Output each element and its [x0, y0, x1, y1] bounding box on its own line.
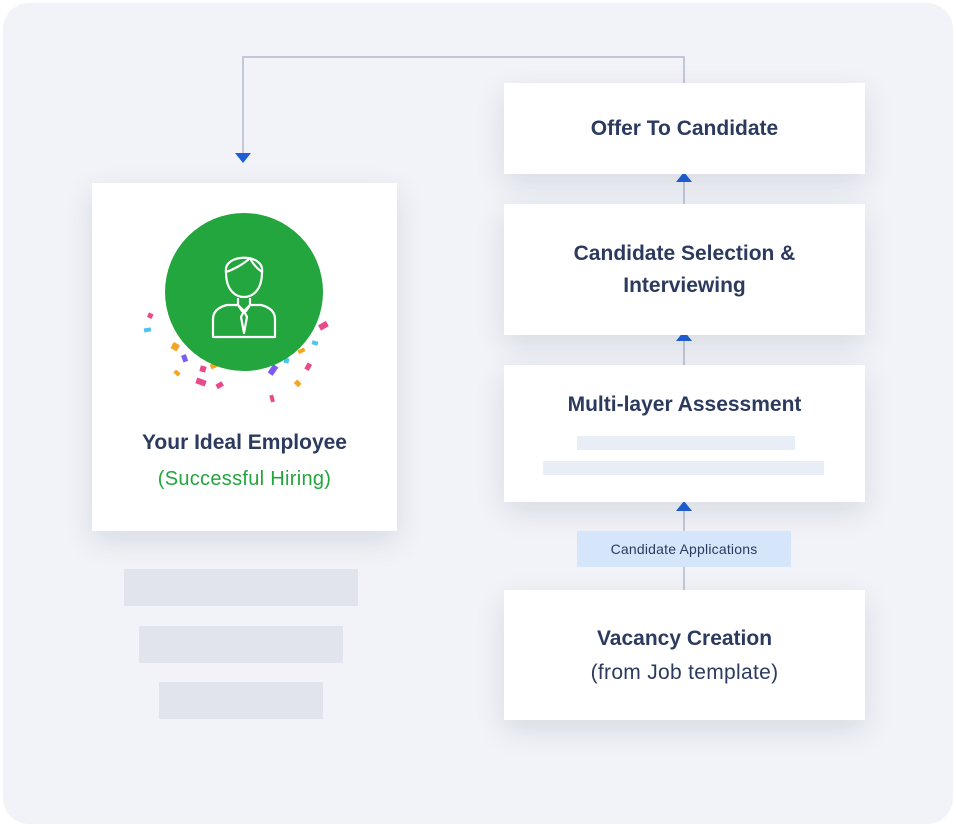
arrow-up-to-assessment — [676, 501, 692, 511]
return-loop-line — [242, 56, 685, 155]
candidate-selection-card: Candidate Selection & Interviewing — [504, 204, 865, 335]
employee-person-icon — [211, 256, 277, 339]
employee-avatar-circle — [165, 213, 323, 371]
vacancy-title: Vacancy Creation — [596, 627, 773, 650]
selection-title-line1: Candidate Selection & — [573, 241, 796, 265]
multi-layer-assessment-card: Multi-layer Assessment — [504, 365, 865, 502]
skeleton-bar — [124, 569, 358, 606]
assessment-title: Multi-layer Assessment — [567, 393, 802, 416]
offer-title: Offer To Candidate — [590, 116, 779, 140]
employee-subtitle: (Successful Hiring) — [157, 468, 332, 490]
ideal-employee-card: Your Ideal Employee (Successful Hiring) — [92, 183, 397, 531]
assessment-placeholder-line — [577, 436, 795, 450]
offer-to-candidate-card: Offer To Candidate — [504, 83, 865, 174]
skeleton-bar — [159, 682, 323, 719]
vacancy-creation-card: Vacancy Creation (from Job template) — [504, 590, 865, 720]
selection-title-line2: Interviewing — [623, 273, 746, 297]
arrow-up-to-offer — [676, 172, 692, 182]
avatar-area — [92, 183, 397, 413]
arrow-down-to-employee — [235, 153, 251, 163]
arrow-up-to-selection — [676, 331, 692, 341]
candidate-applications-badge: Candidate Applications — [577, 531, 791, 567]
skeleton-bar — [139, 626, 343, 663]
vacancy-subtitle: (from Job template) — [590, 661, 779, 684]
employee-title: Your Ideal Employee — [141, 431, 347, 454]
assessment-placeholder-line — [543, 461, 824, 475]
